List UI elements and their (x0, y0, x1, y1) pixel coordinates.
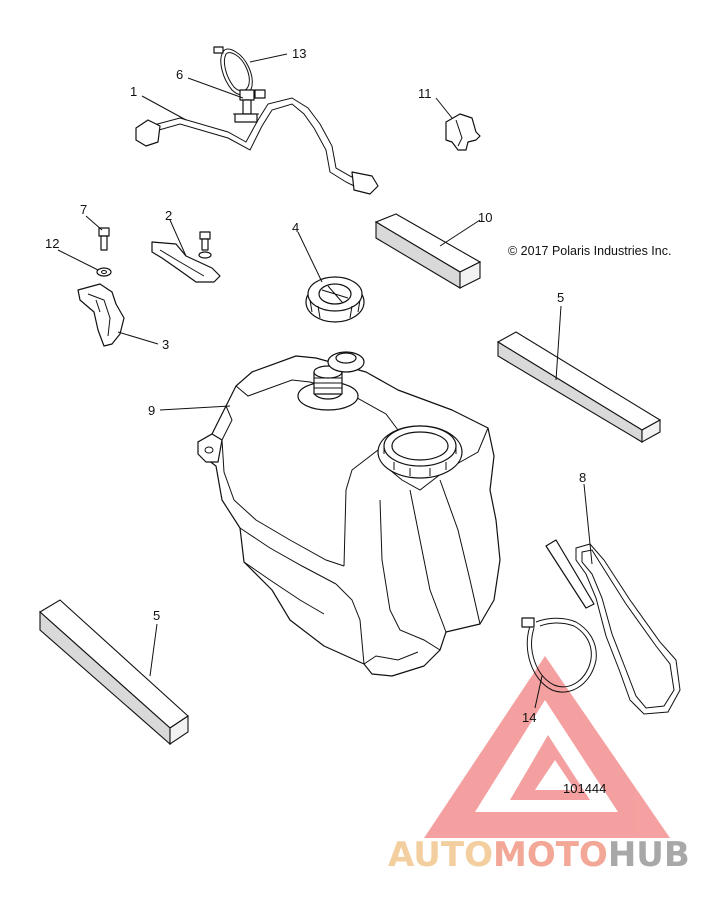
leader-lines (57, 53, 593, 709)
callout-10: 10 (478, 210, 492, 225)
bracket-3 (77, 283, 125, 347)
callout-11: 11 (418, 86, 432, 101)
callout-2: 2 (165, 208, 172, 223)
vent-hose-1 (135, 97, 379, 195)
callout-5-lower: 5 (153, 608, 160, 623)
callout-numbers: 13 6 1 11 7 2 12 4 10 3 5 9 8 5 14 (45, 46, 586, 725)
watermark-hub: HUB (608, 835, 690, 875)
callout-5-upper: 5 (557, 290, 564, 305)
foam-pad-5-upper (496, 331, 662, 443)
watermark-wordmark: AUTOMOTOHUB (388, 835, 690, 875)
bracket-2 (151, 231, 221, 283)
callout-7: 7 (80, 202, 87, 217)
bolt-7 (98, 227, 110, 251)
foam-pad-10 (374, 213, 482, 289)
callout-8: 8 (579, 470, 586, 485)
clamp-14 (521, 617, 597, 693)
watermark-auto: AUTO (388, 835, 493, 875)
watermark-logo (424, 656, 670, 838)
fuel-tank-9 (197, 351, 501, 677)
clip-11 (445, 113, 481, 151)
callout-13: 13 (292, 46, 306, 61)
fuel-cap-4 (305, 276, 365, 323)
copyright-notice: © 2017 Polaris Industries Inc. (508, 244, 671, 258)
vent-valve-6 (233, 89, 266, 123)
drawing-number: 101444 (563, 781, 606, 796)
foam-pad-5-lower (39, 599, 189, 746)
washer-12 (96, 267, 112, 277)
callout-4: 4 (292, 220, 299, 235)
watermark-moto: MOTO (493, 835, 608, 875)
callout-1: 1 (130, 84, 137, 99)
callout-9: 9 (148, 403, 155, 418)
o-ring-13 (213, 46, 253, 96)
callout-6: 6 (176, 67, 183, 82)
strap-8 (545, 539, 681, 715)
callout-3: 3 (162, 337, 169, 352)
callout-12: 12 (45, 236, 59, 251)
callout-14: 14 (522, 710, 536, 725)
